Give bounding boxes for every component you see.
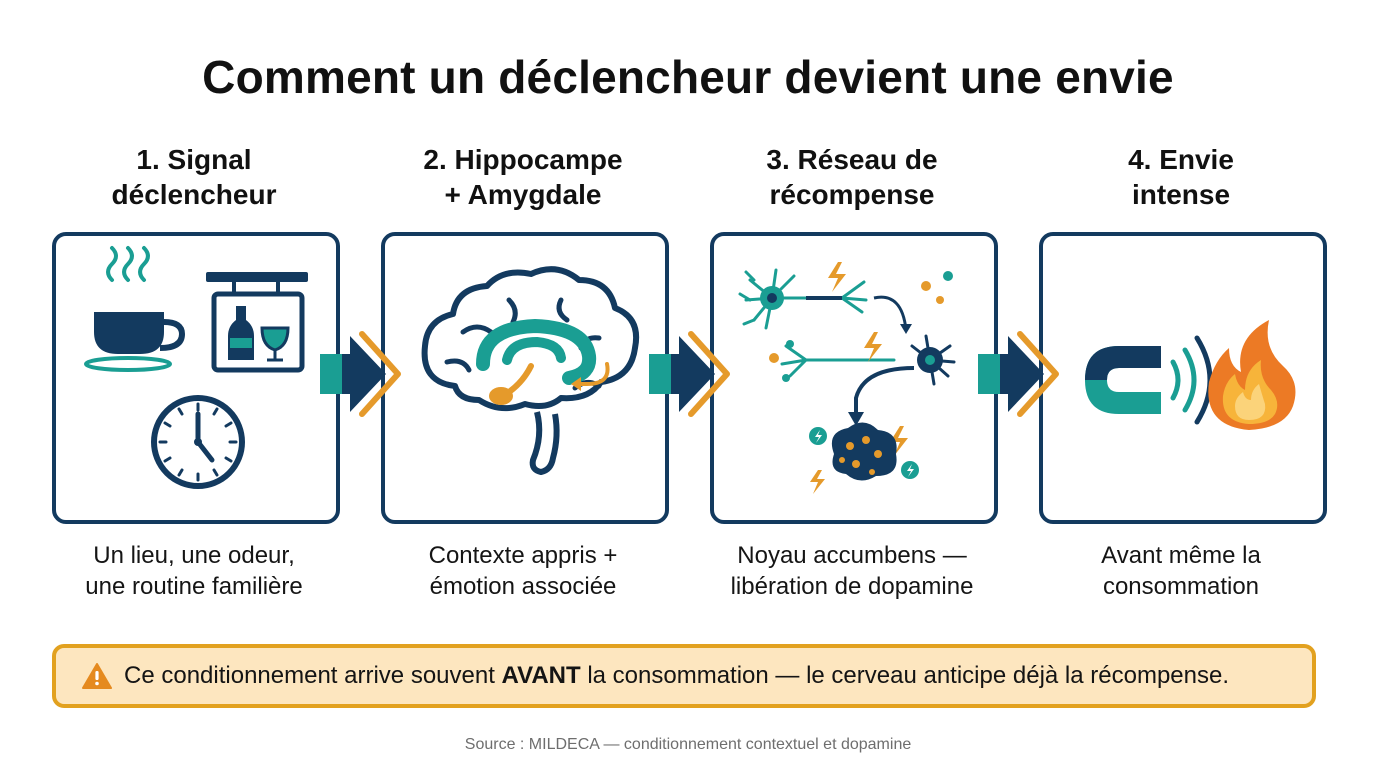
magnet-icon	[1085, 335, 1213, 425]
flame-icon	[1208, 320, 1296, 430]
step-4-panel	[1039, 232, 1327, 524]
step-4-title-line2: intense	[1131, 179, 1231, 210]
step-3-title: 3. Réseau de récompense	[692, 142, 1012, 212]
banner-text-after: la consommation — le cerveau anticipe dé…	[580, 662, 1229, 689]
clock-icon	[151, 395, 245, 489]
step-3-desc-line1: Noyau accumbens —	[737, 542, 967, 569]
neuron-network-icon	[738, 268, 956, 426]
step-2-title-line1: 2. Hippocampe	[423, 144, 623, 175]
step-1-title-line2: déclencheur	[111, 179, 277, 210]
step-1-description: Un lieu, une odeur, une routine familièr…	[34, 540, 354, 602]
step-3-title-line1: 3. Réseau de	[766, 144, 938, 175]
coffee-cup-icon	[84, 246, 186, 372]
step-1-desc-line2: une routine familière	[85, 573, 303, 600]
step-3-title-line2: récompense	[769, 179, 935, 210]
step-4-title: 4. Envie intense	[1021, 142, 1341, 212]
step-2-desc-line1: Contexte appris +	[428, 542, 618, 569]
warning-icon	[82, 663, 112, 689]
banner-text-before: Ce conditionnement arrive souvent	[124, 662, 502, 689]
step-2-title-line2: + Amygdale	[444, 179, 602, 210]
step-3-panel	[710, 232, 998, 524]
step-2-description: Contexte appris + émotion associée	[363, 540, 683, 602]
step-1-title: 1. Signal déclencheur	[34, 142, 354, 212]
warning-banner: Ce conditionnement arrive souvent AVANT …	[52, 644, 1316, 708]
step-1-title-line1: 1. Signal	[136, 144, 252, 175]
step-1-desc-line1: Un lieu, une odeur,	[93, 542, 295, 569]
banner-text-bold: AVANT	[501, 662, 581, 689]
step-2-desc-line2: émotion associée	[429, 573, 617, 600]
step-4-title-line1: 4. Envie	[1128, 144, 1234, 175]
bar-sign-icon	[206, 272, 308, 373]
page-title: Comment un déclencheur devient une envie	[202, 51, 1174, 103]
banner-text: Ce conditionnement arrive souvent AVANT …	[124, 662, 1229, 690]
step-1-panel	[52, 232, 340, 524]
brain-icon	[421, 266, 639, 475]
step-2-title: 2. Hippocampe + Amygdale	[363, 142, 683, 212]
step-3-description: Noyau accumbens — libération de dopamine	[692, 540, 1012, 602]
lightning-icon	[810, 262, 908, 494]
arrow-right-icon-2	[649, 331, 730, 417]
step-4-desc-line1: Avant même la	[1101, 542, 1261, 569]
step-4-desc-line2: consommation	[1102, 573, 1260, 600]
arrow-right-icon-1	[320, 331, 401, 417]
arrow-right-icon-3	[978, 331, 1059, 417]
step-2-panel	[381, 232, 669, 524]
step-3-desc-line2: libération de dopamine	[730, 573, 974, 600]
nucleus-accumbens-icon	[809, 422, 919, 481]
step-4-description: Avant même la consommation	[1021, 540, 1341, 602]
source-note: Source : MILDECA — conditionnement conte…	[464, 736, 912, 753]
